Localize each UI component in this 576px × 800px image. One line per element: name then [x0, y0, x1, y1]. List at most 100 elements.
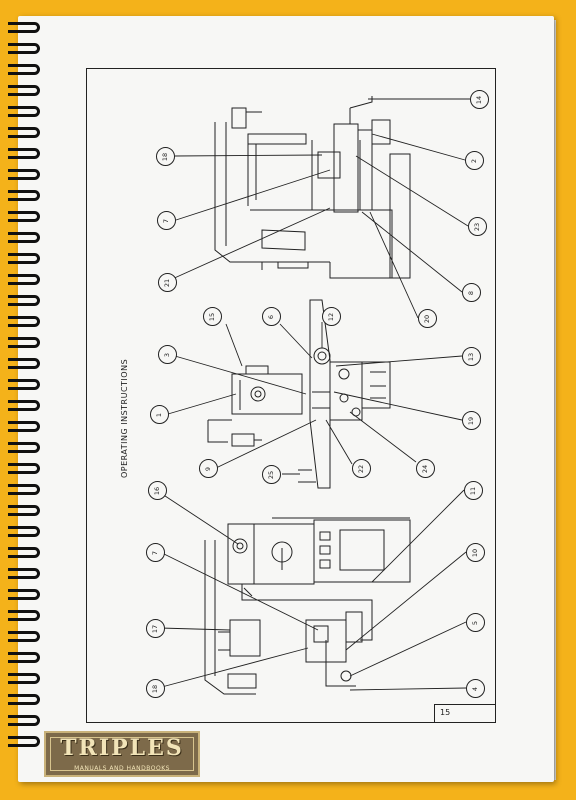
binding-coil: [8, 358, 40, 369]
machine-view-top: [214, 96, 411, 279]
binding-coil: [8, 400, 40, 411]
callout-label: 18: [151, 684, 160, 693]
callout-10: 10: [466, 543, 485, 562]
callout-8: 8: [462, 283, 481, 302]
binding-coil: [8, 295, 40, 306]
binding-coil: [8, 526, 40, 537]
binding-coil: [8, 106, 40, 117]
callout-18: 18: [146, 679, 165, 698]
callout-label: 6: [267, 314, 276, 319]
callout-label: 2: [470, 158, 479, 163]
callout-23: 23: [468, 217, 487, 236]
callout-label: 1: [155, 412, 164, 417]
binding-coil: [8, 673, 40, 684]
callout-label: 5: [471, 620, 480, 625]
binding-coil: [8, 274, 40, 285]
binding-coil: [8, 463, 40, 474]
callout-label: 11: [469, 486, 478, 495]
callout-label: 16: [153, 486, 162, 495]
callout-label: 18: [161, 152, 170, 161]
callout-label: 4: [471, 686, 480, 691]
binding-coil: [8, 547, 40, 558]
callout-label: 13: [467, 352, 476, 361]
binding-coil: [8, 379, 40, 390]
callout-18: 18: [156, 147, 175, 166]
binding-coil: [8, 442, 40, 453]
binding-coil: [8, 85, 40, 96]
callout-label: 23: [473, 222, 482, 231]
callout-24: 24: [416, 459, 435, 478]
machine-view-bottom: [204, 517, 411, 695]
binding-coil: [8, 232, 40, 243]
callout-5: 5: [466, 613, 485, 632]
callout-label: 21: [163, 278, 172, 287]
callout-label: 12: [327, 312, 336, 321]
binding-coil: [8, 337, 40, 348]
callout-25: 25: [262, 465, 281, 484]
binding-coil: [8, 316, 40, 327]
binding-coil: [8, 64, 40, 75]
callout-11: 11: [464, 481, 483, 500]
callout-label: 15: [208, 312, 217, 321]
logo-border: [50, 737, 194, 771]
logo-title: TRIPLES: [60, 735, 184, 761]
callout-label: 9: [204, 466, 213, 471]
callout-21: 21: [158, 273, 177, 292]
callout-label: 10: [471, 548, 480, 557]
callout-3: 3: [158, 345, 177, 364]
binding-coil: [8, 484, 40, 495]
spiral-binding: [0, 22, 44, 762]
binding-coil: [8, 589, 40, 600]
callout-12: 12: [322, 307, 341, 326]
binding-coil: [8, 22, 40, 33]
callout-2: 2: [465, 151, 484, 170]
binding-coil: [8, 736, 40, 747]
callout-7: 7: [146, 543, 165, 562]
callout-label: 22: [357, 464, 366, 473]
logo-subtitle: MANUALS AND HANDBOOKS: [74, 765, 170, 772]
callout-17: 17: [146, 619, 165, 638]
binding-coil: [8, 610, 40, 621]
callout-label: 7: [162, 218, 171, 223]
callout-15: 15: [203, 307, 222, 326]
callout-label: 14: [475, 95, 484, 104]
binding-coil: [8, 190, 40, 201]
binding-coil: [8, 715, 40, 726]
callout-label: 3: [163, 352, 172, 357]
publisher-logo: TRIPLES MANUALS AND HANDBOOKS: [44, 731, 200, 777]
binding-coil: [8, 253, 40, 264]
machine-view-middle: [207, 299, 391, 489]
binding-coil: [8, 148, 40, 159]
callout-14: 14: [470, 90, 489, 109]
callout-6: 6: [262, 307, 281, 326]
page-number-box: [434, 704, 496, 723]
callout-label: 17: [151, 624, 160, 633]
callout-label: 8: [467, 290, 476, 295]
callout-9: 9: [199, 459, 218, 478]
binding-coil: [8, 421, 40, 432]
callout-16: 16: [148, 481, 167, 500]
callout-13: 13: [462, 347, 481, 366]
binding-coil: [8, 43, 40, 54]
binding-coil: [8, 652, 40, 663]
callout-19: 19: [462, 411, 481, 430]
leader-lines: [155, 98, 470, 691]
callout-4: 4: [466, 679, 485, 698]
binding-coil: [8, 505, 40, 516]
callout-22: 22: [352, 459, 371, 478]
drawing-frame: [86, 68, 496, 723]
callout-label: 7: [151, 550, 160, 555]
callout-7: 7: [157, 211, 176, 230]
binding-coil: [8, 568, 40, 579]
binding-coil: [8, 169, 40, 180]
callout-label: 25: [267, 470, 276, 479]
callout-label: 20: [423, 314, 432, 323]
page-number: 15: [440, 708, 451, 717]
binding-coil: [8, 127, 40, 138]
binding-coil: [8, 694, 40, 705]
binding-coil: [8, 211, 40, 222]
binding-coil: [8, 631, 40, 642]
callout-label: 24: [421, 464, 430, 473]
callout-20: 20: [418, 309, 437, 328]
